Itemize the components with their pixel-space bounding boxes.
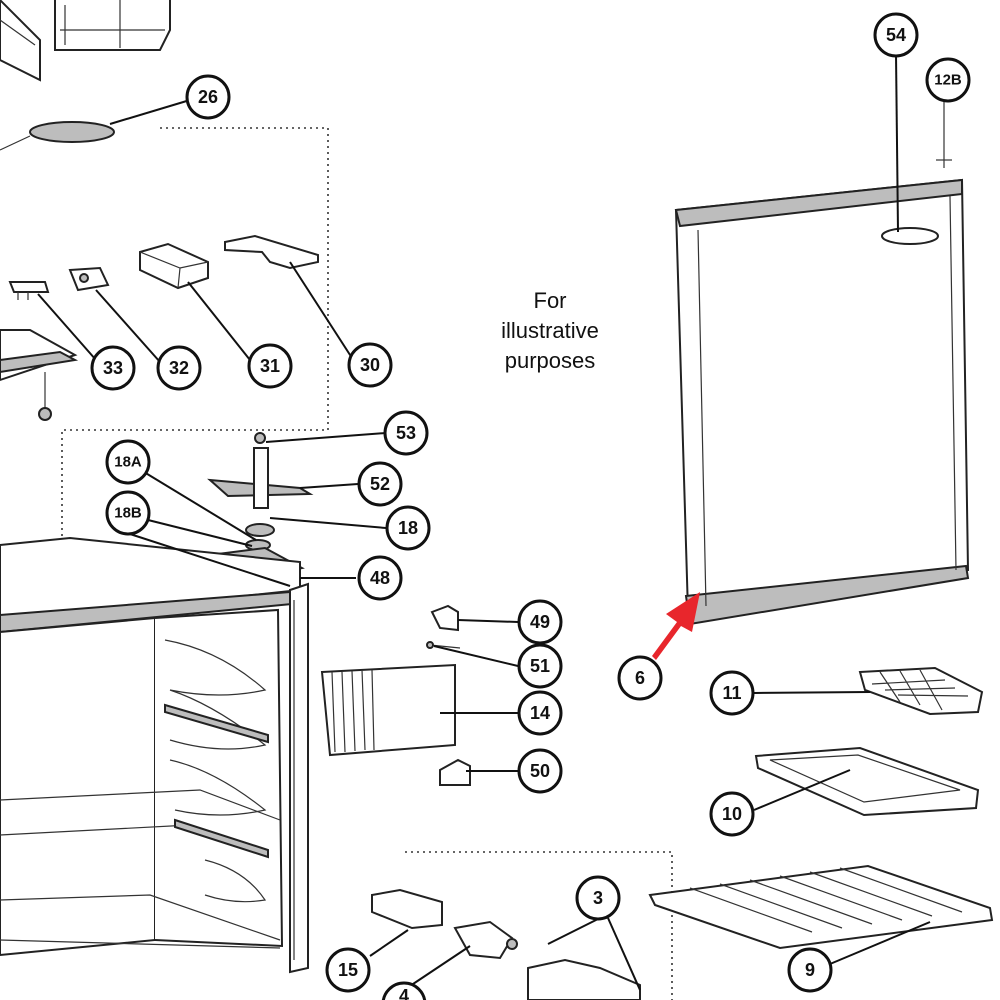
part-50-bracket [439,758,471,786]
callout-26: 26 [185,74,231,120]
svg-text:52: 52 [370,474,390,494]
svg-text:54: 54 [886,25,906,45]
svg-text:49: 49 [530,612,550,632]
callout-14: 14 [517,690,563,736]
door-panel [674,100,970,626]
callout-9: 9 [787,947,833,993]
refrigerator-cabinet [0,536,309,974]
part-11-ice-tray [858,666,984,716]
leader-lines [37,53,931,991]
svg-text:51: 51 [530,656,550,676]
svg-text:6: 6 [635,668,645,688]
svg-text:18: 18 [398,518,418,538]
callout-10: 10 [709,791,755,837]
highlight-arrow [652,592,700,660]
callout-11: 11 [709,670,755,716]
part-9-wire-shelf [648,864,994,950]
svg-text:3: 3 [593,888,603,908]
part-15-bracket [371,888,443,930]
callout-32: 32 [156,345,202,391]
illustrative-caption: For illustrative purposes [501,288,599,373]
part-30-bracket [224,234,319,270]
part-49-clip [430,604,459,632]
part-10-tray [754,746,980,817]
callout-18: 18 [385,505,431,551]
svg-text:11: 11 [722,683,741,703]
callout-50: 50 [517,748,563,794]
part-33-clip [8,281,50,300]
svg-text:32: 32 [169,358,189,378]
part-26-plate [0,121,115,151]
callout-54: 54 [873,12,919,58]
part-51-screw [426,641,461,649]
part-3-bracket [527,958,641,1000]
svg-text:12B: 12B [934,72,962,89]
callout-15: 15 [325,947,371,993]
svg-text:53: 53 [396,423,416,443]
svg-text:30: 30 [360,355,380,375]
svg-text:9: 9 [805,960,815,980]
svg-text:18B: 18B [114,505,142,522]
upper-dotted-box [60,127,329,431]
svg-text:26: 26 [198,87,218,107]
top-shelf-fragment [0,0,171,82]
callout-31: 31 [247,343,293,389]
callout-12B: 12B [925,57,971,103]
svg-text:10: 10 [722,804,742,824]
callout-30: 30 [347,342,393,388]
svg-text:50: 50 [530,761,550,781]
svg-text:4: 4 [399,986,409,1000]
svg-text:48: 48 [370,568,390,588]
part-14-drip-tray [320,663,456,757]
callout-4: 4 [381,981,427,1000]
svg-text:18A: 18A [114,454,142,471]
svg-text:33: 33 [103,358,123,378]
part-31-housing [139,242,209,290]
evaporator-coils [164,639,269,903]
control-panel-fragment [0,329,79,421]
svg-text:15: 15 [338,960,358,980]
callout-33: 33 [90,345,136,391]
callout-53: 53 [383,410,429,456]
callout-51: 51 [517,643,563,689]
part-32-thermostat-knob [68,266,110,292]
callout-52: 52 [357,461,403,507]
callout-18A: 18A [105,439,151,485]
svg-text:31: 31 [260,356,280,376]
callout-3: 3 [575,875,621,921]
part-4-hinge [453,920,518,960]
callout-48: 48 [357,555,403,601]
callout-18B: 18B [105,490,151,536]
svg-text:14: 14 [530,703,550,723]
callout-49: 49 [517,599,563,645]
callout-6: 6 [617,655,663,701]
